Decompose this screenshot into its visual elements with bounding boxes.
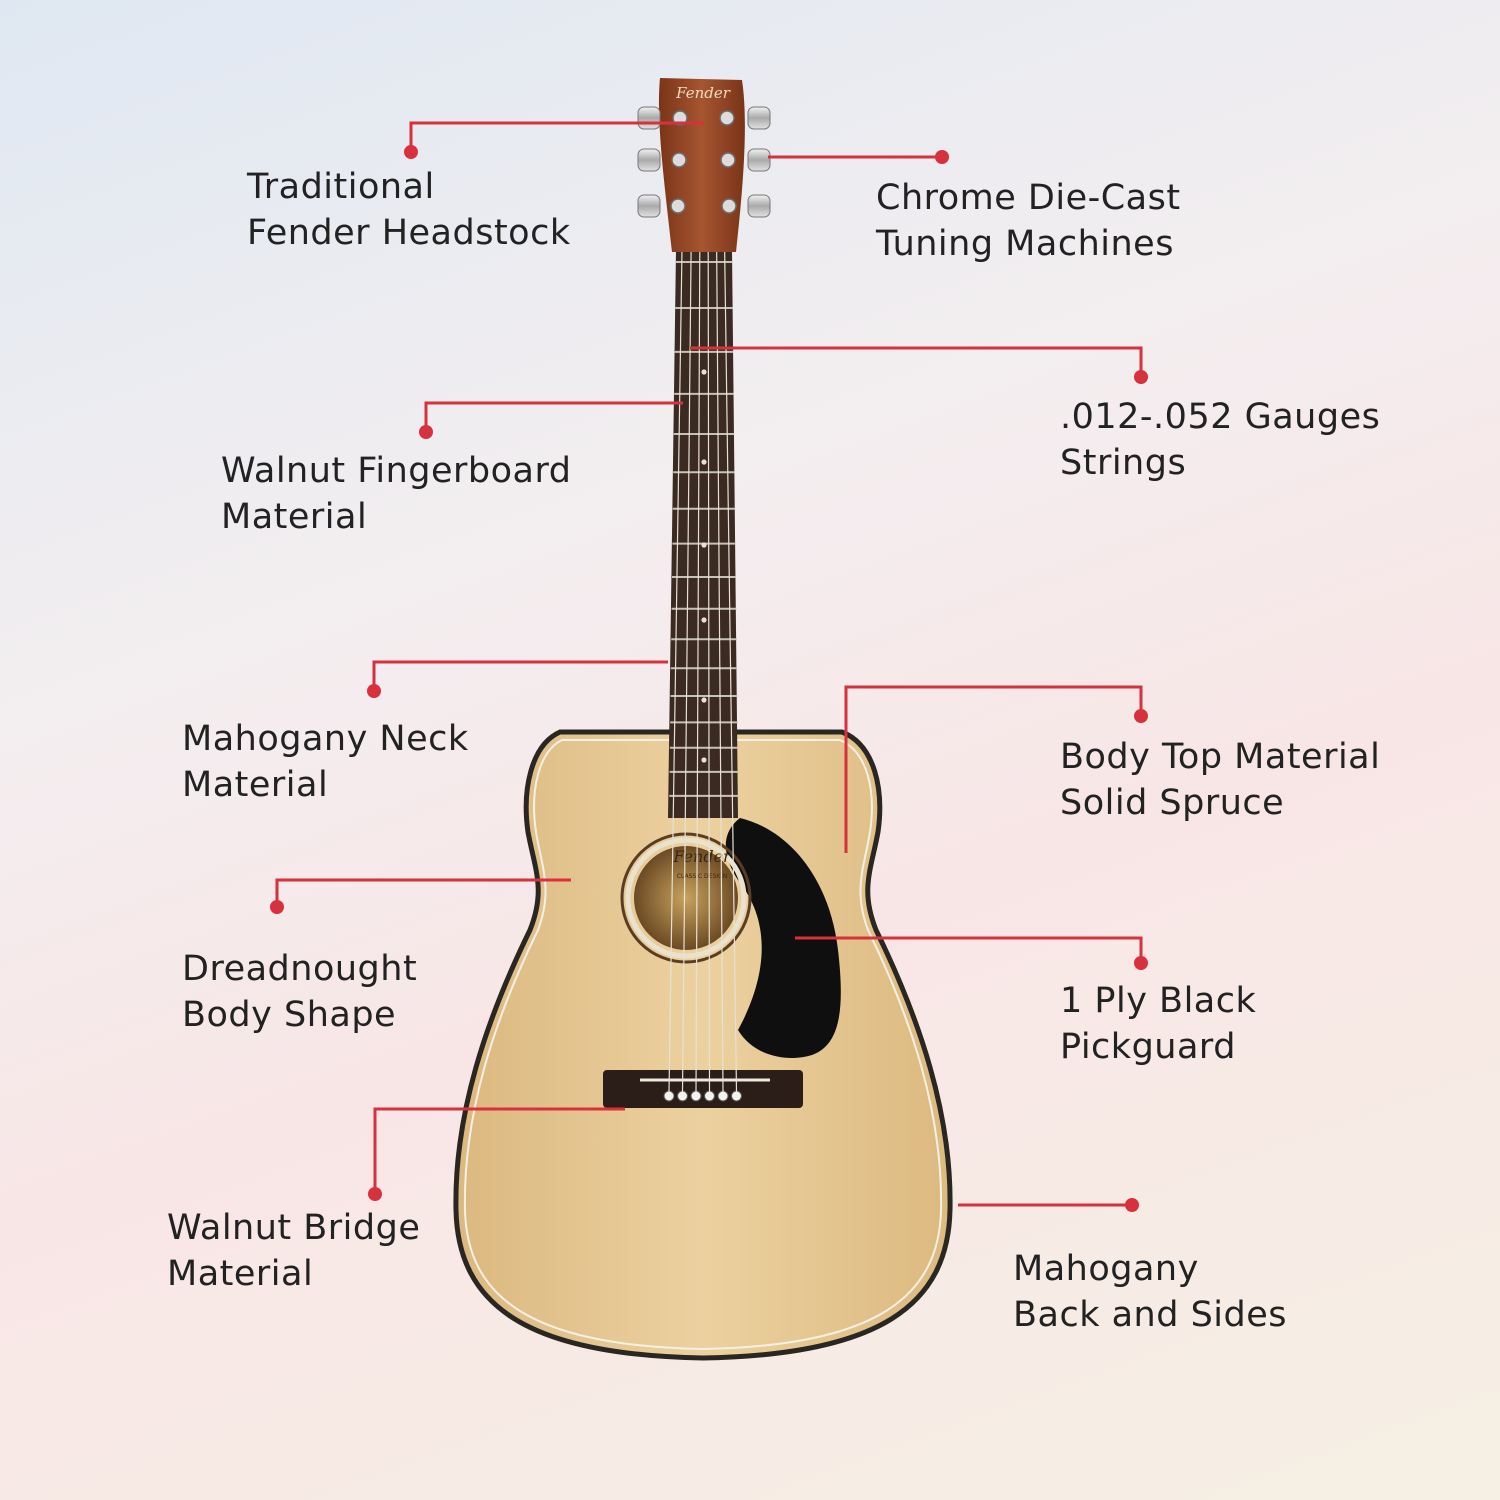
guitar-string xyxy=(668,119,685,1093)
callout-dot-strings xyxy=(1134,370,1148,384)
fret-marker xyxy=(701,757,707,763)
callout-line-pickguard xyxy=(795,936,1143,963)
callout-dot-tuners xyxy=(935,150,949,164)
guitar-neck xyxy=(668,250,738,818)
tuner-post xyxy=(721,198,737,214)
tuner-post xyxy=(671,152,687,168)
guitar-strings xyxy=(668,119,738,1093)
callout-dot-top xyxy=(1134,709,1148,723)
soundhole-rosette xyxy=(625,837,747,959)
tuner-button xyxy=(747,148,771,172)
pickguard-shape xyxy=(725,818,841,1059)
tuner-post xyxy=(720,152,736,168)
guitar-string xyxy=(681,161,693,1093)
callout-line-fingerboard xyxy=(424,401,683,432)
callout-dot-backsides xyxy=(1125,1198,1139,1212)
guitar-body xyxy=(453,729,953,1361)
fret-marker xyxy=(701,697,707,703)
callout-dot-bridge xyxy=(368,1187,382,1201)
callout-dot-pickguard xyxy=(1134,956,1148,970)
tuner-button xyxy=(637,194,661,218)
soundhole xyxy=(634,846,738,950)
soundhole-rosette-outer xyxy=(620,832,752,964)
soundhole-logo: Fender xyxy=(672,847,732,866)
body-binding xyxy=(463,739,943,1351)
callout-dot-fingerboard xyxy=(419,425,433,439)
fret-marker xyxy=(701,542,707,548)
callout-line-neck xyxy=(372,660,668,691)
callout-line-shape xyxy=(275,878,571,907)
guitar-string xyxy=(723,203,738,1093)
callout-line-top xyxy=(844,685,1143,853)
callout-dot-shape xyxy=(270,900,284,914)
fret-wires xyxy=(669,261,739,797)
tuner-post xyxy=(670,198,686,214)
callout-line-strings xyxy=(690,346,1143,377)
fret-marker xyxy=(701,459,707,465)
callout-line-headstock xyxy=(409,121,704,152)
callout-line-bridge xyxy=(373,1107,625,1194)
position-markers xyxy=(701,369,707,763)
tuner-button xyxy=(747,106,771,130)
guitar-string xyxy=(715,161,724,1093)
callout-dot-neck xyxy=(367,684,381,698)
tuner-button xyxy=(637,148,661,172)
soundhole-subtext: CLASSIC DESIGN xyxy=(677,873,727,880)
callout-dot-headstock xyxy=(404,145,418,159)
tuner-button xyxy=(747,194,771,218)
fret-marker xyxy=(701,369,707,375)
fret-marker xyxy=(701,617,707,623)
guitar-string xyxy=(707,119,711,1093)
headstock-logo: Fender xyxy=(675,84,731,102)
tuner-post xyxy=(719,110,735,126)
guitar-string xyxy=(695,203,701,1093)
